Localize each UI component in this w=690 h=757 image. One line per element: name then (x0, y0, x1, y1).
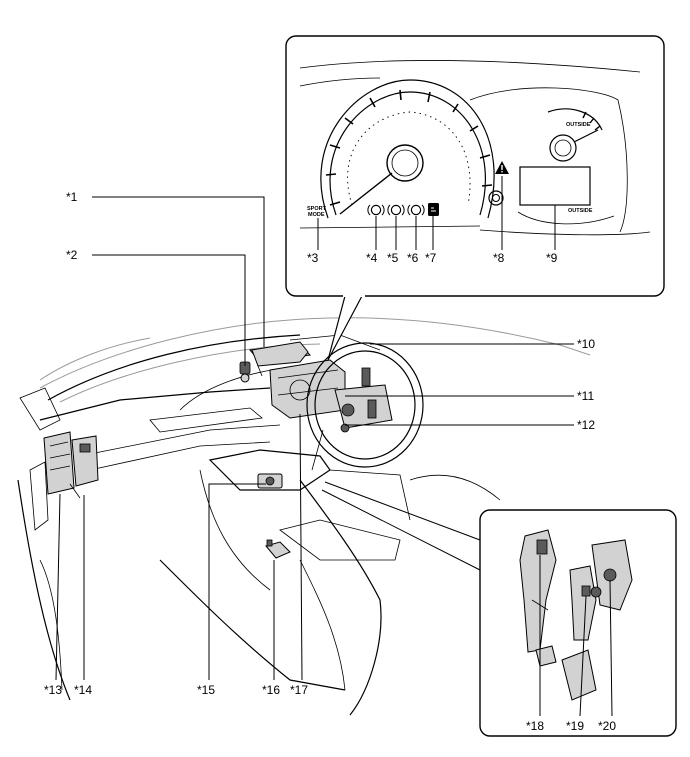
callout-4: *4 (366, 251, 378, 265)
callout-2: *2 (66, 248, 78, 262)
callout-labels: *1 *2 *3 *4 *5 *6 *7 *8 *9 *10 *11 *12 *… (44, 190, 616, 733)
multi-info-display (519, 166, 591, 206)
part-15-switch (257, 473, 283, 489)
part-17-combination-meter (269, 359, 346, 419)
callout-7: *7 (425, 251, 437, 265)
callout-18: *18 (526, 719, 544, 733)
callout-15: *15 (197, 683, 215, 697)
brake-indicator-icon (407, 204, 425, 216)
part-1-dash-unit (251, 341, 309, 377)
callout-13: *13 (44, 683, 62, 697)
callout-16: *16 (262, 683, 280, 697)
part-13-ecu (43, 431, 75, 495)
callout-11: *11 (577, 389, 594, 403)
callout-3: *3 (307, 251, 319, 265)
sport-mode-text-line1: SPORT (307, 206, 327, 212)
callout-12: *12 (577, 418, 595, 432)
sport-mode-text-line2: MODE (308, 212, 325, 218)
part-16-module (265, 539, 291, 559)
callout-5: *5 (387, 251, 399, 265)
cluster-inset: SPORT MODE OUTSIDE OUTSIDE (285, 35, 665, 361)
callout-20: *20 (598, 719, 616, 733)
callout-8: *8 (493, 251, 505, 265)
callout-1: *1 (66, 190, 78, 204)
leader-lines (55, 196, 574, 681)
callout-9: *9 (546, 251, 558, 265)
callout-10: *10 (577, 337, 595, 351)
callout-19: *19 (566, 719, 584, 733)
callout-14: *14 (74, 683, 92, 697)
callout-17: *17 (290, 683, 308, 697)
triangle-warning-icon (495, 161, 509, 174)
display-indicator-icon (428, 203, 439, 216)
part-14-ecu (69, 435, 99, 499)
brake-indicator-icon (367, 204, 385, 216)
brake-indicator-icon (387, 204, 405, 216)
outside-temp-label: OUTSIDE (568, 208, 593, 214)
pedal-inset (321, 481, 677, 737)
outside-temp-small-label: OUTSIDE (566, 122, 591, 128)
callout-6: *6 (407, 251, 419, 265)
